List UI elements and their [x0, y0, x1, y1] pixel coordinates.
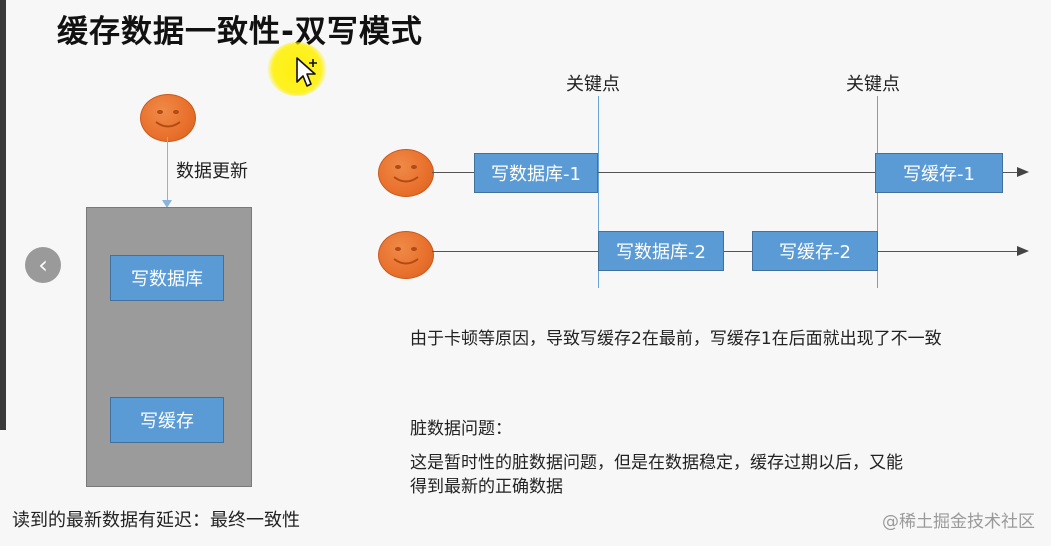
timeline-row2-line — [432, 251, 1018, 252]
row1-write-cache-box: 写缓存-1 — [875, 153, 1003, 193]
row1-write-db-box: 写数据库-1 — [474, 153, 598, 193]
user-face-icon — [140, 94, 196, 142]
key-point-line-1 — [598, 96, 599, 288]
page-title: 缓存数据一致性-双写模式 — [57, 14, 423, 50]
row2-write-cache-box: 写缓存-2 — [752, 231, 878, 271]
row2-write-db-box: 写数据库-2 — [598, 231, 724, 271]
update-arrow-line — [167, 137, 168, 201]
update-arrow-head-icon — [162, 200, 172, 208]
left-edge-bar — [0, 0, 6, 430]
dirty-data-line2: 得到最新的正确数据 — [410, 477, 563, 497]
update-label: 数据更新 — [176, 161, 248, 182]
timeline-row2-arrow-icon — [1017, 246, 1029, 256]
bottom-note: 读到的最新数据有延迟：最终一致性 — [12, 510, 300, 531]
prev-slide-button[interactable]: ‹ — [25, 247, 61, 283]
mouse-cursor-icon — [296, 57, 317, 87]
write-db-box: 写数据库 — [110, 255, 224, 301]
key-point-label-1: 关键点 — [566, 74, 620, 95]
watermark: @稀土掘金技术社区 — [882, 512, 1035, 532]
write-cache-box: 写缓存 — [110, 397, 224, 443]
server-block — [86, 207, 252, 487]
user1-face-icon — [378, 149, 434, 197]
explanation-text: 由于卡顿等原因，导致写缓存2在最前，写缓存1在后面就出现了不一致 — [410, 329, 942, 349]
user2-face-icon — [378, 231, 434, 279]
timeline-row1-line — [432, 172, 1018, 173]
dirty-data-title: 脏数据问题： — [410, 419, 512, 439]
key-point-label-2: 关键点 — [846, 74, 900, 95]
dirty-data-line1: 这是暂时性的脏数据问题，但是在数据稳定，缓存过期以后，又能 — [410, 453, 903, 473]
timeline-row1-arrow-icon — [1017, 167, 1029, 177]
